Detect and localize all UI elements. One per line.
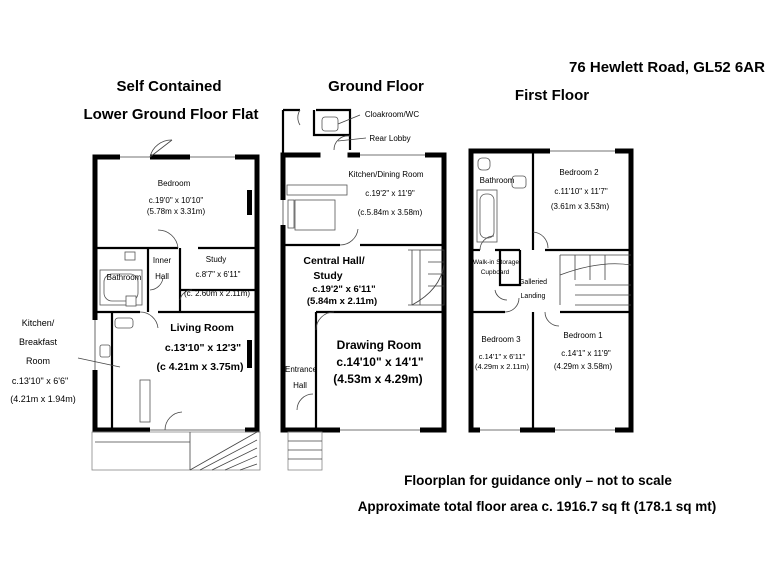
first-bedroom2-dim-metric: (3.61m x 3.53m) [551, 202, 610, 211]
ground-kitchen-dining-dim-metric: (c.5.84m x 3.58m) [358, 208, 423, 217]
ground-kitchen-dining-dim-imperial: c.19'2" x 11'9" [365, 189, 415, 198]
lower-living-dim-metric: (c 4.21m x 3.75m) [157, 361, 244, 373]
ground-cloakroom-name: Cloakroom/WC [365, 110, 419, 119]
ground-central-hall-dim-imperial: c.19'2" x 6'11" [312, 284, 375, 295]
lower-living-name: Living Room [170, 322, 234, 334]
first-bedroom3-dim-imperial: c.14'1" x 6'11" [479, 352, 526, 361]
first-storage-line2: Cupboard [481, 269, 510, 276]
lower-living-dim-imperial: c.13'10" x 12'3" [165, 342, 241, 354]
lower-bedroom-dim-imperial: c.19'0" x 10'10" [149, 196, 204, 205]
lower-title-line1: Self Contained [116, 78, 221, 95]
ground-entrance-hall-line2: Hall [293, 381, 307, 390]
lower-kitchen-dim-metric: (4.21m x 1.94m) [10, 394, 76, 404]
first-floor-plan: First Floor Bathroom Bedroom 2 c.11'10" … [468, 87, 634, 433]
property-address: 76 Hewlett Road, GL52 6AR [569, 59, 765, 76]
ground-central-hall-line1: Central Hall/ [303, 255, 364, 267]
ground-central-hall-line2: Study [313, 270, 342, 282]
first-landing-line1: Galleried [519, 279, 547, 286]
ground-title: Ground Floor [328, 78, 424, 95]
ground-floor-plan: Ground Floor Cloakroom/WC Rear Lobby Kit… [280, 78, 447, 471]
ground-drawing-dim-imperial: c.14'10" x 14'1" [336, 355, 423, 369]
ground-kitchen-dining-name: Kitchen/Dining Room [348, 170, 423, 179]
first-bathroom-name: Bathroom [480, 176, 515, 185]
first-title: First Floor [515, 87, 589, 104]
lower-study-dim-imperial: c.8'7" x 6'11" [195, 270, 240, 279]
first-bedroom1-dim-imperial: c.14'1" x 11'9" [561, 349, 611, 358]
total-floor-area-text: Approximate total floor area c. 1916.7 s… [358, 499, 717, 514]
first-landing-line2: Landing [521, 293, 546, 300]
lower-inner-hall-line2: Hall [155, 272, 169, 281]
ground-rear-lobby-name: Rear Lobby [369, 134, 410, 143]
first-bedroom3-dim-metric: (4.29m x 2.11m) [475, 362, 530, 371]
first-storage-line1: Walk-in Storage [473, 259, 519, 266]
lower-bedroom-name: Bedroom [158, 179, 191, 188]
lower-bedroom-dim-metric: (5.78m x 3.31m) [147, 207, 206, 216]
disclaimer-text: Floorplan for guidance only – not to sca… [404, 473, 672, 488]
lower-inner-hall-line1: Inner [153, 256, 172, 265]
ground-central-hall-dim-metric: (5.84m x 2.11m) [307, 296, 377, 307]
lower-ground-floor-plan: Self Contained Lower Ground Floor Flat B… [10, 78, 261, 471]
lower-title-line2: Lower Ground Floor Flat [84, 106, 259, 123]
first-bedroom2-name: Bedroom 2 [559, 168, 599, 177]
first-bedroom1-dim-metric: (4.29m x 3.58m) [554, 362, 613, 371]
lower-bathroom-name: Bathroom [107, 273, 142, 282]
first-bedroom1-name: Bedroom 1 [563, 331, 603, 340]
ground-drawing-name: Drawing Room [337, 338, 422, 352]
lower-kitchen-line2: Breakfast [19, 337, 58, 347]
lower-kitchen-line3: Room [26, 356, 50, 366]
first-bedroom3-name: Bedroom 3 [481, 335, 521, 344]
lower-kitchen-dim-imperial: c.13'10" x 6'6" [12, 376, 68, 386]
lower-study-name: Study [206, 255, 226, 264]
ground-drawing-dim-metric: (4.53m x 4.29m) [333, 372, 422, 386]
ground-entrance-hall-line1: Entrance [285, 365, 318, 374]
lower-kitchen-line1: Kitchen/ [22, 318, 55, 328]
lower-study-dim-metric: (c. 2.60m x 2.11m) [184, 289, 250, 298]
first-bedroom2-dim-imperial: c.11'10" x 11'7" [554, 187, 608, 196]
